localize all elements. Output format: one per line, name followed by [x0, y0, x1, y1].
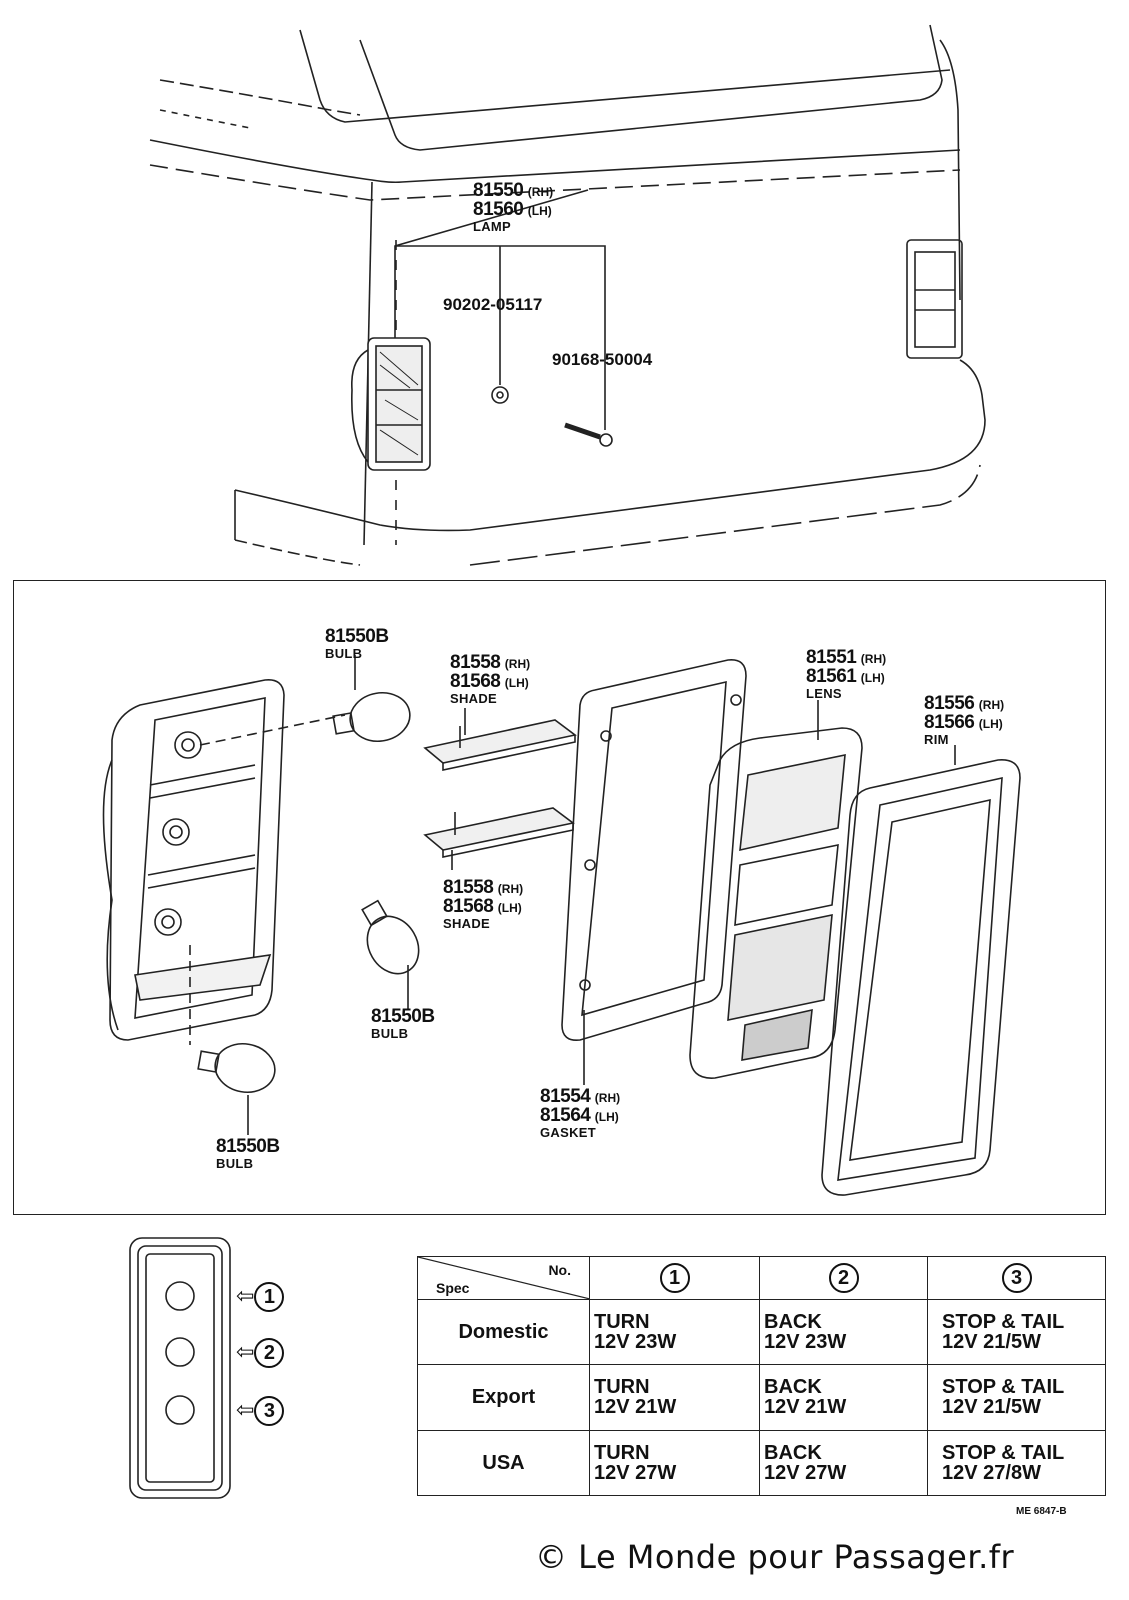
- position-number-1: 1: [254, 1282, 285, 1312]
- lamp-side-lh: (LH): [527, 204, 552, 218]
- gasket-name: GASKET: [540, 1125, 596, 1140]
- shade-top-side-lh: (LH): [504, 676, 529, 690]
- gasket-side-rh: (RH): [594, 1091, 621, 1105]
- lens-label: 81551 (RH) 81561 (LH) LENS: [806, 648, 886, 700]
- rim-label: 81556 (RH) 81566 (LH) RIM: [924, 694, 1004, 746]
- bulb-mid-part-number: 81550B: [371, 1006, 435, 1027]
- bulb-bottom-name: BULB: [216, 1156, 254, 1171]
- spec-no-header-cell: Spec No.: [417, 1256, 590, 1300]
- no-label: No.: [548, 1262, 571, 1278]
- bulb-label-bottom: 81550B BULB: [216, 1137, 280, 1170]
- shade-bottom-side-rh: (RH): [497, 882, 524, 896]
- shade-bottom-part-number-rh: 81558: [443, 877, 494, 898]
- rim-side-lh: (LH): [978, 717, 1003, 731]
- copyright-watermark: © Le Monde pour Passager.fr: [535, 1538, 1015, 1576]
- left-arrow-icon: ⇦: [236, 1397, 255, 1422]
- gasket-part-number-rh: 81554: [540, 1086, 591, 1107]
- position-number-3: 3: [254, 1396, 285, 1426]
- rim-part-number-rh: 81556: [924, 693, 975, 714]
- gasket-part-number-lh: 81564: [540, 1105, 591, 1126]
- bulb-mid-name: BULB: [371, 1026, 409, 1041]
- row-header-domestic: Domestic: [417, 1298, 590, 1366]
- lens-part-number-rh: 81551: [806, 647, 857, 668]
- position-number-2: 2: [254, 1338, 285, 1368]
- rim-name: RIM: [924, 732, 949, 747]
- gasket-label: 81554 (RH) 81564 (LH) GASKET: [540, 1087, 620, 1139]
- position-marker-2: ⇦2: [236, 1338, 285, 1368]
- lens-side-lh: (LH): [860, 671, 885, 685]
- rim-part-number-lh: 81566: [924, 712, 975, 733]
- position-marker-3: ⇦3: [236, 1396, 285, 1426]
- bulb-label-top: 81550B BULB: [325, 627, 389, 660]
- spec-label: Spec: [436, 1280, 470, 1296]
- row-header-usa: USA: [417, 1429, 590, 1497]
- bulb-top-name: BULB: [325, 646, 363, 661]
- row-header-export: Export: [417, 1364, 590, 1431]
- vehicle-rear-illustration: [149, 24, 986, 566]
- shade-label-top: 81558 (RH) 81568 (LH) SHADE: [450, 653, 530, 705]
- shade-bottom-name: SHADE: [443, 916, 491, 931]
- shade-top-name: SHADE: [450, 691, 498, 706]
- shade-top-side-rh: (RH): [504, 657, 531, 671]
- shade-top-part-number-rh: 81558: [450, 652, 501, 673]
- lamp-part-number-rh: 81550: [473, 180, 524, 201]
- screw-part-number: 90168-50004: [552, 350, 653, 369]
- lamp-name: LAMP: [473, 219, 512, 234]
- rim-side-rh: (RH): [978, 698, 1005, 712]
- left-arrow-icon: ⇦: [236, 1339, 255, 1364]
- column-header-2: 2: [759, 1256, 928, 1300]
- left-arrow-icon: ⇦: [236, 1283, 255, 1308]
- exploded-view-illustration: [102, 655, 1021, 1196]
- exploded-view-panel: [13, 580, 1106, 1215]
- drawing-code: ME 6847-B: [1016, 1506, 1067, 1517]
- shade-top-part-number-lh: 81568: [450, 671, 501, 692]
- lens-side-rh: (RH): [860, 652, 887, 666]
- nut-part-number: 90202-05117: [443, 295, 543, 314]
- bulb-label-middle: 81550B BULB: [371, 1007, 435, 1040]
- bulb-top-part-number: 81550B: [325, 626, 389, 647]
- lamp-side-rh: (RH): [527, 185, 554, 199]
- column-header-1: 1: [589, 1256, 760, 1300]
- header-diagonal: [418, 1257, 590, 1299]
- gasket-side-lh: (LH): [594, 1110, 619, 1124]
- lamp-part-number-lh: 81560: [473, 199, 524, 220]
- position-marker-1: ⇦1: [236, 1282, 285, 1312]
- lamp-label: 81550 (RH) 81560 (LH) LAMP: [473, 181, 553, 233]
- lens-part-number-lh: 81561: [806, 666, 857, 687]
- shade-bottom-part-number-lh: 81568: [443, 896, 494, 917]
- shade-bottom-side-lh: (LH): [497, 901, 522, 915]
- lens-name: LENS: [806, 686, 842, 701]
- bulb-bottom-part-number: 81550B: [216, 1136, 280, 1157]
- column-header-3: 3: [927, 1256, 1106, 1300]
- shade-label-bottom: 81558 (RH) 81568 (LH) SHADE: [443, 878, 523, 930]
